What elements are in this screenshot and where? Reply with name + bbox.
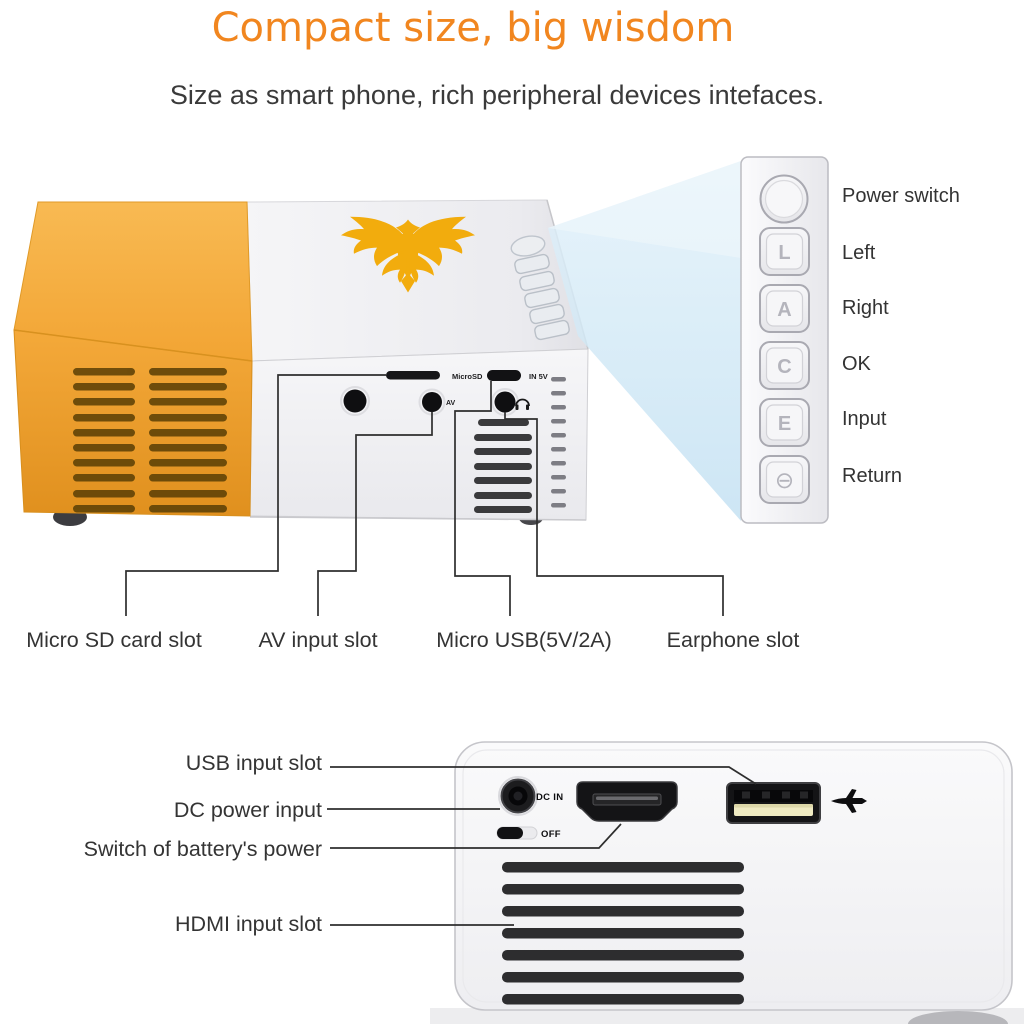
yellow-vent-grille — [73, 368, 227, 513]
button-right: A — [759, 284, 810, 333]
label-dc-power-input: DC power input — [173, 798, 322, 822]
rear-leader-lines — [327, 766, 757, 926]
eagle-logo — [341, 216, 475, 293]
label-earphone-slot: Earphone slot — [666, 628, 800, 652]
label-micro-usb: Micro USB(5V/2A) — [436, 628, 612, 652]
button-ok: C — [759, 341, 810, 390]
hdmi-port — [576, 781, 678, 822]
label-micro-sd-slot: Micro SD card slot — [26, 628, 202, 652]
edge-vents — [551, 377, 566, 508]
micro-sd-marking: MicroSD — [452, 372, 483, 381]
power-button — [759, 174, 809, 224]
label-power-switch: Power switch — [842, 185, 960, 207]
leader-line-av — [317, 412, 433, 616]
label-av-input-slot: AV input slot — [258, 628, 378, 652]
usb-port — [726, 782, 821, 824]
round-port — [343, 389, 367, 413]
button-return: ⊖ — [759, 455, 810, 504]
leader-line-micro-usb — [454, 381, 511, 616]
battery-power-switch: OFF — [496, 826, 561, 840]
off-marking: OFF — [541, 829, 561, 840]
front-ports: MicroSD IN 5V AV — [340, 370, 548, 416]
button-ok-glyph: C — [777, 356, 791, 378]
label-hdmi-input-slot: HDMI input slot — [175, 912, 322, 936]
headphone-icon — [515, 398, 530, 410]
page-title: Compact size, big wisdom — [211, 5, 735, 51]
leader-line-switch — [330, 823, 622, 849]
leader-line-earphone — [504, 412, 724, 616]
control-panel-zoom: L A C E ⊖ — [740, 156, 829, 524]
airplane-icon — [831, 789, 867, 813]
dc-jack: DC IN — [498, 776, 563, 816]
leader-line-micro-sd — [125, 374, 386, 616]
av-marking: AV — [446, 400, 456, 407]
micro-sd-slot — [386, 371, 440, 380]
projector-three-quarter-view: MicroSD IN 5V AV — [13, 199, 589, 526]
front-leader-lines — [125, 374, 724, 616]
button-left: L — [759, 227, 810, 276]
button-right-glyph: A — [777, 299, 791, 321]
button-input: E — [759, 398, 810, 447]
table-surface — [430, 1008, 1024, 1024]
page-subtitle: Size as smart phone, rich peripheral dev… — [169, 80, 825, 110]
label-left: Left — [842, 242, 876, 264]
label-battery-switch: Switch of battery's power — [83, 837, 322, 861]
leader-line-usb — [330, 766, 757, 785]
rear-vent-grille — [502, 862, 744, 1005]
label-return: Return — [842, 465, 903, 487]
front-grille — [474, 419, 532, 513]
earphone-port — [494, 391, 516, 413]
label-input: Input — [842, 408, 887, 430]
micro-usb-port — [487, 370, 521, 381]
device-keypad — [510, 235, 570, 341]
rear-view: DC IN OFF — [454, 741, 1013, 1011]
button-left-glyph: L — [778, 242, 790, 264]
av-port — [422, 392, 442, 412]
projection-beam — [548, 161, 741, 521]
label-right: Right — [842, 297, 889, 319]
panel-shadow — [908, 1011, 1008, 1024]
label-usb-input-slot: USB input slot — [185, 751, 322, 775]
label-ok: OK — [842, 353, 871, 375]
dc-in-marking: DC IN — [536, 792, 563, 803]
button-input-glyph: E — [778, 413, 791, 435]
button-return-glyph: ⊖ — [775, 467, 794, 493]
yellow-housing — [13, 201, 253, 517]
power-in-marking: IN 5V — [529, 372, 548, 381]
